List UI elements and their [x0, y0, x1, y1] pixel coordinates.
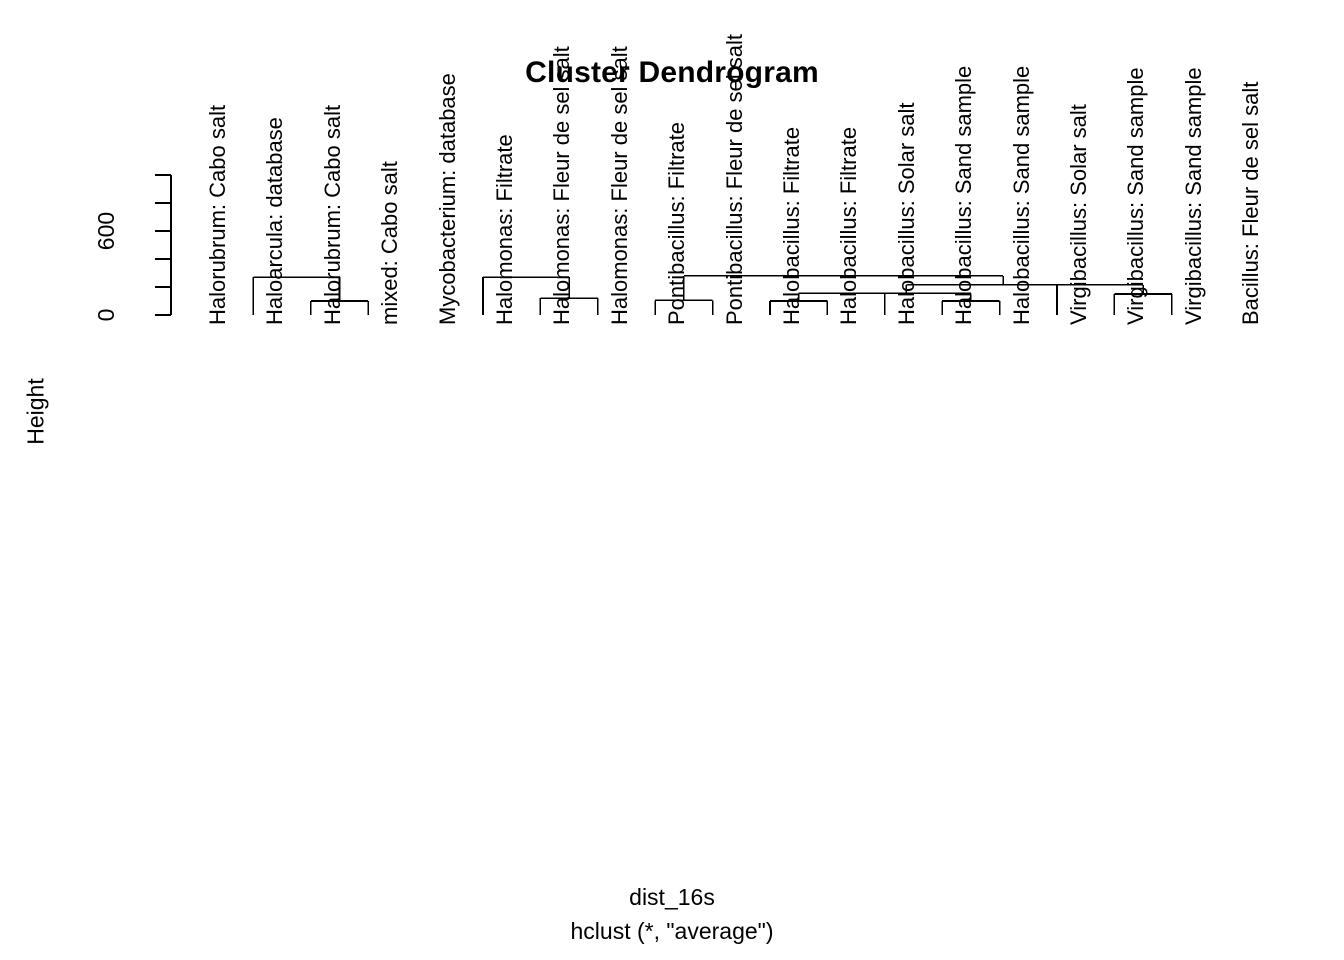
leaf-label: Halobacillus: Sand sample [1008, 65, 1034, 325]
leaf-label: Halomonas: Filtrate [492, 134, 517, 325]
leaf-label: Virgibacillus: Sand sample [1180, 67, 1206, 325]
y-axis-tick-label: 600 [93, 211, 119, 251]
leaf-label: Virgibacillus: Solar salt [1066, 104, 1091, 325]
leaf-label: Halobacillus: Filtrate [779, 126, 804, 325]
x-axis-caption-distance: dist_16s [629, 884, 715, 910]
leaf-label: mixed: Cabo salt [377, 161, 403, 325]
leaf-label: Pontibacillus: Filtrate [664, 122, 690, 325]
leaf-label: Pontibacillus: Fleur de sel salt [721, 33, 747, 325]
y-axis-tick-label: 0 [93, 308, 119, 322]
leaf-label: Halobacillus: Sand sample [951, 65, 977, 325]
leaf-label: Halomonas: Fleur de sel salt [606, 46, 632, 325]
leaf-label: Halorubrum: Cabo salt [319, 104, 345, 325]
leaf-label: Bacillus: Fleur de sel salt [1238, 81, 1264, 325]
x-axis-caption-method: hclust (*, "average") [570, 918, 774, 944]
leaf-label: Halobacillus: Solar salt [893, 102, 919, 325]
leaf-label: Virgibacillus: Sand sample [1123, 67, 1149, 325]
leaf-label: Halomonas: Fleur de sel salt [549, 46, 575, 325]
leaf-label: Mycobacterium: database [434, 73, 460, 325]
leaf-label: Halobacillus: Filtrate [836, 126, 862, 325]
leaf-label: Haloarcula: database [262, 117, 288, 325]
leaf-label: Halorubrum: Cabo salt [205, 104, 230, 325]
plot-title: Cluster Dendrogram [525, 56, 819, 89]
